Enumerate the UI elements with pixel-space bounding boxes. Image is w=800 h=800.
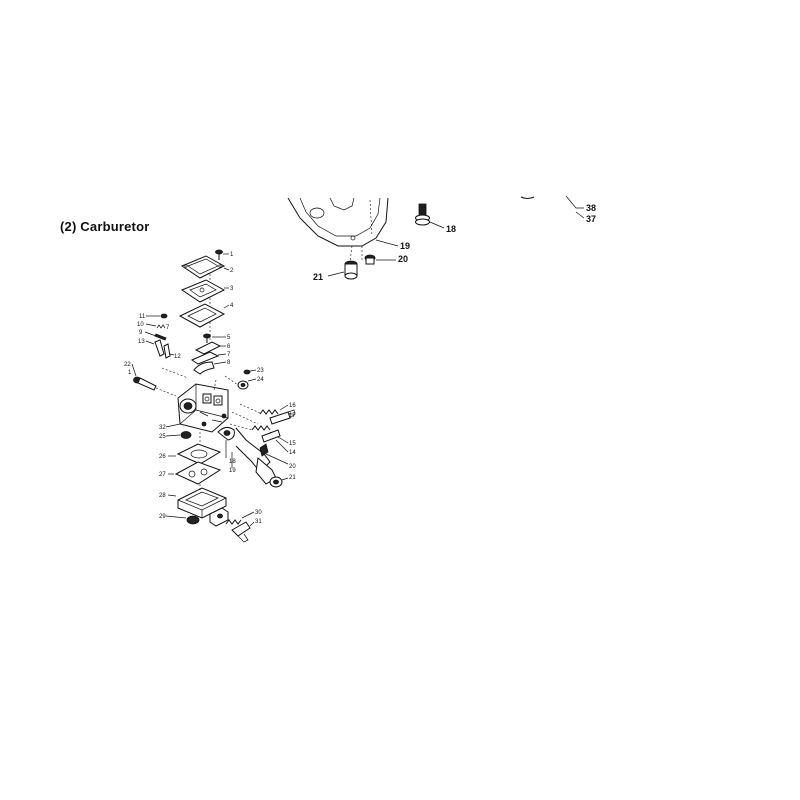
callout-4: 4 [230, 303, 234, 309]
section-title: (2) Carburetor [60, 219, 150, 234]
callout-3: 3 [230, 286, 234, 292]
callout-12: 12 [174, 354, 181, 360]
part-4-plate: 4 [178, 303, 234, 328]
callout-18: 18 [229, 459, 236, 465]
part-16-spring: 16 [259, 403, 296, 415]
plug-part-21-top: 21 [313, 260, 358, 282]
part-20-clip: 20 [259, 443, 296, 470]
callout-29: 29 [159, 514, 166, 520]
part-3-plate: 3 [180, 279, 234, 303]
callout-24: 24 [257, 377, 264, 383]
fuel-inlet-boss [209, 507, 229, 527]
arc-fragment [520, 196, 535, 199]
part-13-needle: 13 [138, 339, 165, 357]
part-21-cap: 21 [269, 475, 296, 488]
callout-13: 13 [138, 339, 145, 345]
part-23-screw: 23 [243, 368, 264, 375]
part-19-throttle-lever: 19 [229, 427, 277, 485]
part-27-gasket: 27 [159, 461, 222, 485]
part-12-lever: 12 [163, 343, 181, 360]
callout-19: 19 [229, 468, 236, 474]
part-2-gasket: 2 [180, 255, 234, 279]
callout-1: 1 [230, 252, 234, 258]
guide-body-top [213, 379, 217, 391]
guide-23 [224, 375, 239, 386]
part-22-screw: 22 1 [124, 362, 189, 397]
callouts-37-38: 38 37 [565, 195, 596, 224]
callout-20-top: 20 [398, 254, 408, 264]
part-6-lever: 6 [194, 341, 231, 355]
part-26-diaphragm: 26 [159, 443, 222, 465]
part-18-lever: 18 [217, 426, 236, 465]
part-31-needle-screw: 31 [231, 519, 262, 543]
callout-2: 2 [230, 268, 234, 274]
callout-26: 26 [159, 454, 166, 460]
part-9-pin: 9 [139, 330, 167, 341]
part-32-callout: 32 [159, 423, 181, 431]
callout-22: 22 [124, 362, 131, 368]
callout-5: 5 [227, 335, 231, 341]
screw-part-20-top: 20 [364, 254, 408, 265]
part-28-cover: 28 [159, 487, 227, 519]
part-25-plug: 25 [159, 431, 192, 440]
callout-10: 10 [137, 322, 144, 328]
callout-38: 38 [586, 203, 596, 213]
callout-20: 20 [289, 464, 296, 470]
callout-32: 32 [159, 425, 166, 431]
part-11-screw: 11 [139, 313, 168, 320]
callout-8: 8 [227, 360, 231, 366]
part-30-spring: 30 [225, 510, 262, 525]
bolt-part-18-top: 18 [415, 203, 456, 234]
callout-9: 9 [139, 330, 143, 336]
part-5-screw: 5 [203, 333, 231, 343]
part-10-spring: 10 7 [137, 322, 170, 331]
carburetor-body [177, 383, 229, 433]
part-17-needle-screw: 17 [269, 409, 296, 425]
upper-housing-fragment [287, 197, 389, 263]
callout-19-top: 19 [400, 241, 410, 251]
guide-16 [239, 403, 263, 415]
part-1-screw: 1 [215, 249, 234, 260]
part-14-needle-screw: 14 [261, 429, 296, 456]
part-29-plug: 29 [159, 514, 200, 525]
callout-19-top-group: 19 [375, 239, 410, 251]
callout-23: 23 [257, 368, 264, 374]
callout-6: 6 [227, 344, 231, 350]
callout-21-top: 21 [313, 272, 323, 282]
callout-14: 14 [289, 450, 296, 456]
callout-25: 25 [159, 434, 166, 440]
callout-15: 15 [289, 441, 296, 447]
callout-7: 7 [227, 352, 231, 358]
part-24-washer: 24 [237, 377, 264, 390]
callout-11: 11 [139, 314, 146, 320]
callout-37: 37 [586, 214, 596, 224]
callout-17: 17 [289, 413, 296, 419]
guide-17 [231, 411, 259, 425]
callout-31: 31 [255, 519, 262, 525]
callout-30: 30 [255, 510, 262, 516]
part-7-lever: 7 [190, 351, 231, 365]
callout-16: 16 [289, 403, 296, 409]
callout-27: 27 [159, 472, 166, 478]
callout-28: 28 [159, 493, 166, 499]
part-8-needle: 8 [193, 360, 231, 375]
callout-1-left: 1 [128, 370, 132, 376]
callout-18-top: 18 [446, 224, 456, 234]
callout-7-small: 7 [166, 325, 170, 331]
callout-21: 21 [289, 475, 296, 481]
